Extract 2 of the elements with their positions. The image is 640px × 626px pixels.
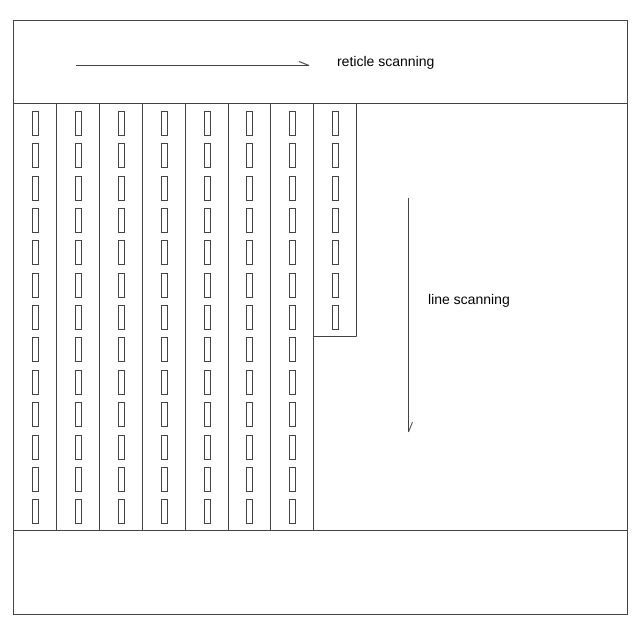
scan-direction-label: reticle scanning bbox=[337, 53, 434, 69]
scan-direction-label: line scanning bbox=[428, 291, 510, 307]
